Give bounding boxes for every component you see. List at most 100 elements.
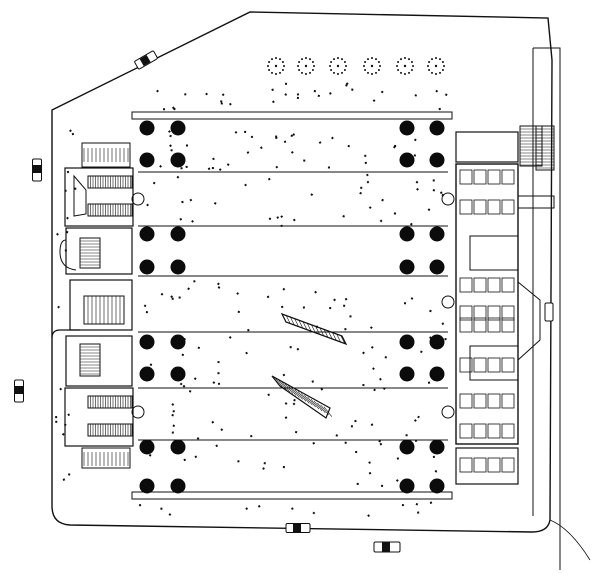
person-dot <box>236 292 240 295</box>
column-r7-c2 <box>170 439 186 455</box>
person-dot <box>327 166 331 169</box>
person-dot <box>302 306 305 309</box>
person-dot <box>57 305 60 309</box>
room-cell <box>501 357 515 373</box>
tree-leaf <box>397 61 400 63</box>
column-r1-c4 <box>429 120 445 136</box>
person-dot <box>355 450 358 454</box>
right-street-cut <box>517 281 541 361</box>
tree-leaf <box>281 61 284 63</box>
person-dot <box>320 387 324 391</box>
person-dot <box>145 163 149 167</box>
tree-trunk <box>370 64 374 68</box>
person-dot <box>220 428 224 432</box>
tree-leaf <box>412 65 414 67</box>
tree-leaf <box>441 61 444 63</box>
person-dot <box>146 203 150 207</box>
tree-leaf <box>364 69 367 71</box>
person-dot <box>172 424 176 428</box>
tree-leaf <box>309 71 311 74</box>
tree-leaf <box>441 69 444 71</box>
person-dot <box>414 439 418 442</box>
tree-leaf <box>377 61 380 63</box>
tree <box>329 57 347 75</box>
tree-leaf <box>337 73 339 75</box>
person-dot <box>439 375 443 378</box>
right-building <box>455 125 555 485</box>
ramp-tread <box>317 402 326 414</box>
room-cell <box>473 357 487 373</box>
person-dot <box>212 381 216 384</box>
tree-leaf <box>439 58 441 61</box>
person-dot <box>282 465 286 469</box>
person-dot <box>405 434 408 437</box>
person-dot <box>284 82 288 85</box>
person-dot <box>245 351 248 355</box>
ramp-tread <box>302 321 308 330</box>
person-dot <box>66 216 69 220</box>
tree-leaf <box>367 71 369 74</box>
person-dot <box>438 107 441 111</box>
person-dot <box>180 167 183 170</box>
person-dot <box>66 170 70 174</box>
right-stair-tower <box>519 125 543 167</box>
tree-leaf <box>397 69 400 71</box>
person-dot <box>310 193 314 196</box>
tree <box>363 57 381 75</box>
column-r7-c1 <box>139 439 155 455</box>
person-dot <box>188 390 192 393</box>
tree-leaf <box>396 65 398 67</box>
room-cell <box>501 393 515 409</box>
room-cell <box>459 317 473 333</box>
person-dot <box>432 179 435 182</box>
person-dot <box>420 350 423 354</box>
person-dot <box>414 94 418 97</box>
room-cell <box>487 423 501 439</box>
car-bottom-center <box>285 523 311 533</box>
column-r8-c2 <box>170 478 186 494</box>
person-dot <box>345 84 348 87</box>
column-r4-c3 <box>399 259 415 275</box>
ramp-tread <box>271 375 281 387</box>
tree-leaf <box>271 71 273 74</box>
person-dot <box>217 282 220 286</box>
person-dot <box>280 215 284 219</box>
platform-endcap <box>131 405 145 419</box>
person-dot <box>372 367 375 371</box>
tree-leaf <box>341 58 343 61</box>
person-dot <box>413 154 416 157</box>
ramp-tread <box>332 332 337 341</box>
tree-trunk <box>434 64 438 68</box>
ramp-tread <box>294 389 303 400</box>
person-dot <box>344 441 347 444</box>
tree-leaf <box>305 57 307 59</box>
person-dot <box>143 304 147 308</box>
ramp-tread <box>278 379 287 391</box>
person-dot <box>148 453 152 457</box>
site-boundary <box>51 11 553 533</box>
ramp-tread <box>323 406 333 417</box>
person-dot <box>290 151 294 154</box>
person-dot <box>395 479 399 482</box>
column-r8-c1 <box>139 478 155 494</box>
person-dot <box>380 484 384 488</box>
person-dot <box>170 295 174 299</box>
tree-leaf <box>410 61 413 63</box>
tree-leaf <box>305 73 307 75</box>
person-dot <box>267 177 271 181</box>
room-cell <box>501 199 515 215</box>
person-dot <box>193 280 196 283</box>
person-dot <box>359 191 362 195</box>
column-r5-c3 <box>399 334 415 350</box>
person-dot <box>311 380 314 383</box>
ramp-tread <box>281 313 287 323</box>
tree-leaf <box>427 65 429 67</box>
person-dot <box>289 345 292 349</box>
tree-leaf <box>275 73 277 75</box>
right-building-frame <box>455 163 519 445</box>
person-dot <box>403 302 407 305</box>
person-dot <box>432 188 436 192</box>
person-dot <box>401 503 405 507</box>
person-dot <box>171 413 174 417</box>
person-dot <box>263 462 266 465</box>
